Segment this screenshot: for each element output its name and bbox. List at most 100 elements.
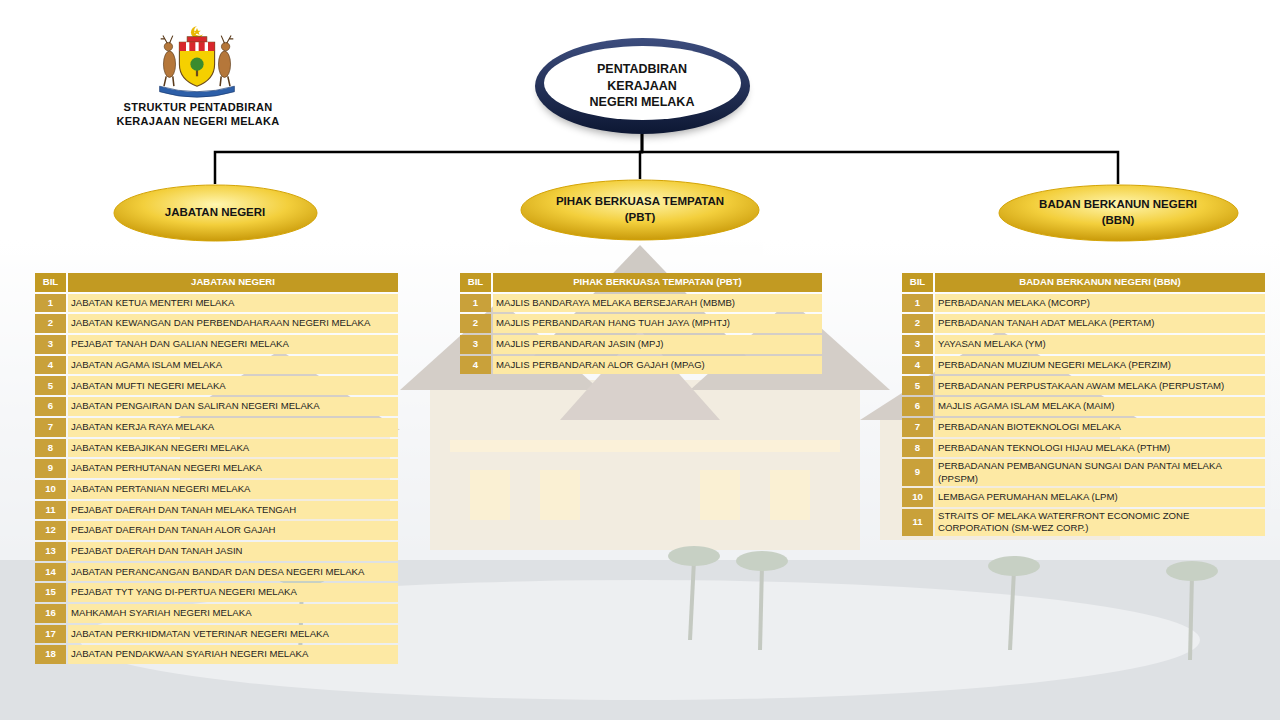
table-row: 14JABATAN PERANCANGAN BANDAR DAN DESA NE… [35, 563, 398, 582]
row-number: 4 [902, 356, 933, 375]
row-number: 9 [902, 459, 933, 486]
table-row: 16MAHKAMAH SYARIAH NEGERI MELAKA [35, 604, 398, 623]
page-title: STRUKTUR PENTADBIRAN KERAJAAN NEGERI MEL… [110, 100, 286, 128]
table-row: 2MAJLIS PERBANDARAN HANG TUAH JAYA (MPHT… [460, 314, 822, 333]
row-number: 3 [902, 335, 933, 354]
table-cell: MAJLIS PERBANDARAN JASIN (MPJ) [493, 335, 822, 354]
row-number: 12 [35, 521, 66, 540]
row-number: 10 [902, 488, 933, 507]
table-row: 4MAJLIS PERBANDARAN ALOR GAJAH (MPAG) [460, 356, 822, 375]
table-row: 5JABATAN MUFTI NEGERI MELAKA [35, 376, 398, 395]
table-row: 6MAJLIS AGAMA ISLAM MELAKA (MAIM) [902, 397, 1265, 416]
table-cell: MAJLIS AGAMA ISLAM MELAKA (MAIM) [935, 397, 1265, 416]
row-number: 9 [35, 459, 66, 478]
row-number: 6 [35, 397, 66, 416]
category-ellipse [520, 179, 760, 241]
table-cell: PEJABAT DAERAH DAN TANAH MELAKA TENGAH [68, 501, 398, 520]
table-cell: PERBADANAN PEMBANGUNAN SUNGAI DAN PANTAI… [935, 459, 1265, 486]
table-row: 3YAYASAN MELAKA (YM) [902, 335, 1265, 354]
org-connector [642, 134, 1118, 184]
table-cell: MAHKAMAH SYARIAH NEGERI MELAKA [68, 604, 398, 623]
row-number: 3 [460, 335, 491, 354]
table-row: 9JABATAN PERHUTANAN NEGERI MELAKA [35, 459, 398, 478]
table-header: BADAN BERKANUN NEGERI (BBN) [935, 273, 1265, 292]
table-row: 4PERBADANAN MUZIUM NEGERI MELAKA (PERZIM… [902, 356, 1265, 375]
table-row: 10LEMBAGA PERUMAHAN MELAKA (LPM) [902, 488, 1265, 507]
table-cell: MAJLIS PERBANDARAN HANG TUAH JAYA (MPHTJ… [493, 314, 822, 333]
table-header-row: BILBADAN BERKANUN NEGERI (BBN) [902, 273, 1265, 292]
table-cell: PERBADANAN PERPUSTAKAAN AWAM MELAKA (PER… [935, 376, 1265, 395]
table-cell: MAJLIS BANDARAYA MELAKA BERSEJARAH (MBMB… [493, 294, 822, 313]
row-number: 2 [460, 314, 491, 333]
table-header-row: BILPIHAK BERKUASA TEMPATAN (PBT) [460, 273, 822, 292]
table-cell: JABATAN KERJA RAYA MELAKA [68, 418, 398, 437]
row-number: 15 [35, 583, 66, 602]
row-number: 8 [902, 439, 933, 458]
table-cell: PEJABAT TANAH DAN GALIAN NEGERI MELAKA [68, 335, 398, 354]
node-label: JABATAN NEGERI [165, 205, 266, 221]
table-row: 12PEJABAT DAERAH DAN TANAH ALOR GAJAH [35, 521, 398, 540]
node-label: BADAN BERKANUN NEGERI (BBN) [1028, 197, 1208, 228]
table-header-row: BILJABATAN NEGERI [35, 273, 398, 292]
data-table: BILPIHAK BERKUASA TEMPATAN (PBT) 1MAJLIS … [460, 273, 822, 376]
table-row: 7PERBADANAN BIOTEKNOLOGI MELAKA [902, 418, 1265, 437]
table-cell: PEJABAT DAERAH DAN TANAH ALOR GAJAH [68, 521, 398, 540]
row-number: 6 [902, 397, 933, 416]
table-header: PIHAK BERKUASA TEMPATAN (PBT) [493, 273, 822, 292]
table-cell: JABATAN PERHUTANAN NEGERI MELAKA [68, 459, 398, 478]
row-number: 7 [902, 418, 933, 437]
category-ellipse [998, 184, 1239, 242]
table-cell: JABATAN MUFTI NEGERI MELAKA [68, 376, 398, 395]
ellipse-face [544, 46, 741, 120]
category-node: BADAN BERKANUN NEGERI (BBN) [998, 184, 1239, 242]
node-label: PENTADBIRAN KERAJAAN NEGERI MELAKA [585, 61, 699, 112]
table-row: 5PERBADANAN PERPUSTAKAAN AWAM MELAKA (PE… [902, 376, 1265, 395]
table-row: 6JABATAN PENGAIRAN DAN SALIRAN NEGERI ME… [35, 397, 398, 416]
gold-ellipse [999, 185, 1238, 241]
row-number: 2 [35, 314, 66, 333]
table-cell: PEJABAT TYT YANG DI-PERTUA NEGERI MELAKA [68, 583, 398, 602]
building-photo [0, 240, 1280, 720]
data-table: BILBADAN BERKANUN NEGERI (BBN)1PERBADANA… [902, 273, 1265, 538]
table-cell: PERBADANAN TANAH ADAT MELAKA (PERTAM) [935, 314, 1265, 333]
table-cell: JABATAN PERTANIAN NEGERI MELAKA [68, 480, 398, 499]
row-number: 8 [35, 439, 66, 458]
table-row: 1MAJLIS BANDARAYA MELAKA BERSEJARAH (MBM… [460, 294, 822, 313]
node-label: PIHAK BERKUASA TEMPATAN (PBT) [547, 194, 733, 225]
table-cell: PEJABAT DAERAH DAN TANAH JASIN [68, 542, 398, 561]
table-cell: LEMBAGA PERUMAHAN MELAKA (LPM) [935, 488, 1265, 507]
table-cell: JABATAN KEBAJIKAN NEGERI MELAKA [68, 439, 398, 458]
table-row: 3PEJABAT TANAH DAN GALIAN NEGERI MELAKA [35, 335, 398, 354]
org-connector [215, 134, 642, 184]
table-row: 3MAJLIS PERBANDARAN JASIN (MPJ) [460, 335, 822, 354]
table-cell: JABATAN KETUA MENTERI MELAKA [68, 294, 398, 313]
category-node: PIHAK BERKUASA TEMPATAN (PBT) [520, 179, 760, 241]
table-cell: MAJLIS PERBANDARAN ALOR GAJAH (MPAG) [493, 356, 822, 375]
table-row: 18JABATAN PENDAKWAAN SYARIAH NEGERI MELA… [35, 645, 398, 664]
table-cell: JABATAN PERKHIDMATAN VETERINAR NEGERI ME… [68, 625, 398, 644]
row-number: 1 [35, 294, 66, 313]
table-cell: YAYASAN MELAKA (YM) [935, 335, 1265, 354]
row-number: 10 [35, 480, 66, 499]
data-table: BILJABATAN NEGERI 1JABATAN KETUA MENTERI … [35, 273, 398, 666]
table-cell: JABATAN KEWANGAN DAN PERBENDAHARAAN NEGE… [68, 314, 398, 333]
row-number: 4 [460, 356, 491, 375]
row-number: 11 [35, 501, 66, 520]
gold-ellipse [114, 185, 317, 241]
table-row: 2PERBADANAN TANAH ADAT MELAKA (PERTAM) [902, 314, 1265, 333]
column-header: BIL [902, 273, 933, 292]
table-cell: STRAITS OF MELAKA WATERFRONT ECONOMIC ZO… [935, 509, 1265, 536]
table-row: 11PEJABAT DAERAH DAN TANAH MELAKA TENGAH [35, 501, 398, 520]
row-number: 2 [902, 314, 933, 333]
table-cell: PERBADANAN BIOTEKNOLOGI MELAKA [935, 418, 1265, 437]
category-node: JABATAN NEGERI [113, 184, 318, 242]
table-row: 15PEJABAT TYT YANG DI-PERTUA NEGERI MELA… [35, 583, 398, 602]
table-cell: JABATAN AGAMA ISLAM MELAKA [68, 356, 398, 375]
table-row: 1JABATAN KETUA MENTERI MELAKA [35, 294, 398, 313]
table-row: 8PERBADANAN TEKNOLOGI HIJAU MELAKA (PTHM… [902, 439, 1265, 458]
table-header: JABATAN NEGERI [68, 273, 398, 292]
ellipse-rim [535, 38, 750, 134]
table-row: 4JABATAN AGAMA ISLAM MELAKA [35, 356, 398, 375]
column-header: BIL [460, 273, 491, 292]
table-row: 8JABATAN KEBAJIKAN NEGERI MELAKA [35, 439, 398, 458]
